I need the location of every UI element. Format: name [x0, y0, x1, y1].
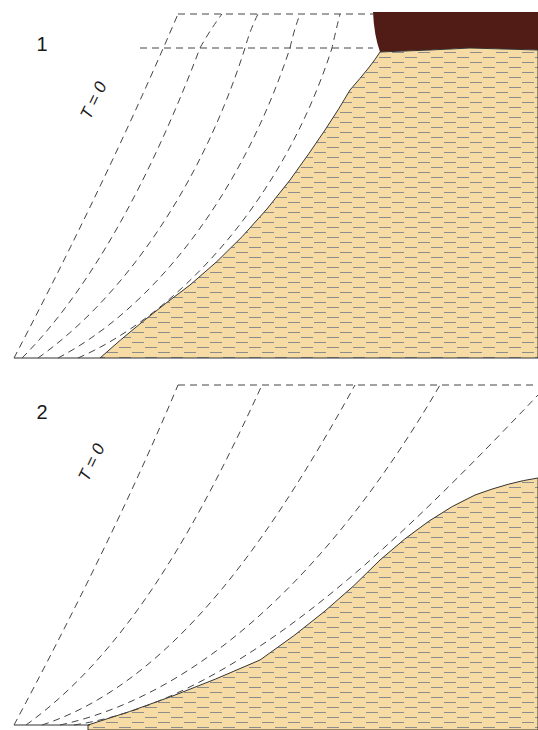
panel-two [14, 385, 538, 730]
panel-number: 1 [36, 34, 47, 54]
sediment-body [88, 478, 538, 730]
rock-layer [373, 12, 538, 52]
time-label: T = 0 [76, 441, 108, 484]
former-profiles [14, 14, 373, 358]
time-label: T = 0 [78, 79, 110, 122]
ground-line [14, 357, 100, 358]
panel-number: 2 [36, 402, 47, 422]
former-profiles [14, 385, 538, 725]
panel-one [14, 12, 538, 358]
sediment-body [100, 48, 538, 358]
